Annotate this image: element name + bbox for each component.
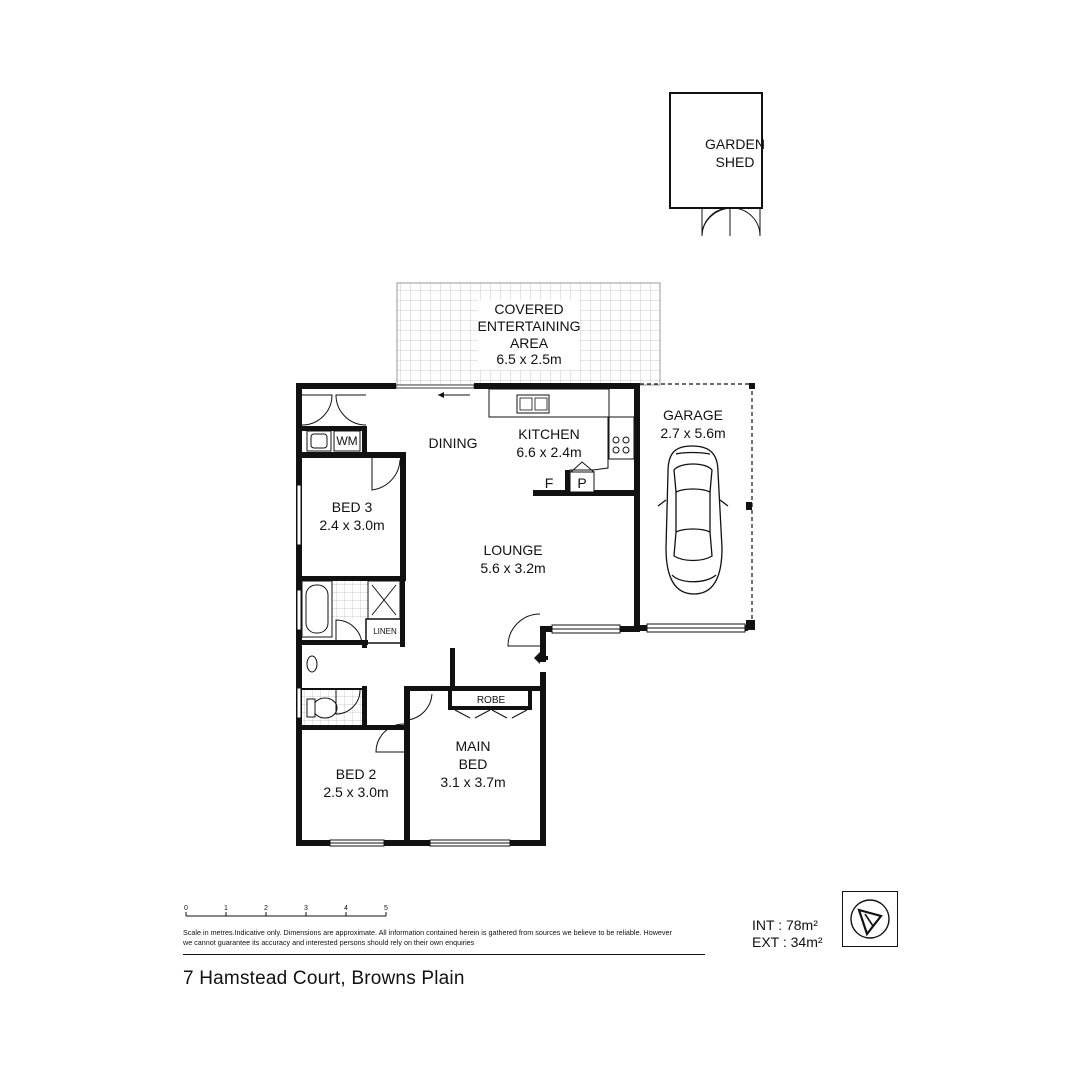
car-icon	[657, 445, 729, 595]
external-area: EXT : 34m²	[752, 934, 823, 950]
scale-tick-2: 2	[264, 905, 268, 912]
kitchen-dimensions: 6.6 x 2.4m	[516, 444, 581, 460]
bathroom: LINEN	[301, 580, 405, 673]
covered-entertaining-area: COVERED ENTERTAINING AREA 6.5 x 2.5m	[396, 282, 661, 386]
lounge-label: LOUNGE	[483, 542, 542, 558]
bed2-dimensions: 2.5 x 3.0m	[323, 784, 388, 800]
scale-tick-3: 3	[304, 905, 308, 912]
pantry-label: P	[577, 475, 586, 491]
bedroom-3: BED 3 2.4 x 3.0m	[302, 452, 406, 581]
linen-label: LINEN	[373, 627, 397, 636]
main-bedroom: ROBE MAIN BED 3.1 x 3.7m	[404, 648, 546, 790]
bedroom-2: BED 2 2.5 x 3.0m	[323, 686, 433, 846]
disclaimer-text: Scale in metres.Indicative only. Dimensi…	[183, 928, 672, 947]
garden-shed-label-1: GARDEN	[705, 136, 765, 152]
footer-divider	[183, 954, 705, 955]
laundry: WM	[301, 394, 406, 458]
house-walls	[296, 383, 640, 847]
lounge-dimensions: 5.6 x 3.2m	[480, 560, 545, 576]
dining-label: DINING	[429, 435, 478, 451]
scale-tick-5: 5	[384, 905, 388, 912]
toilet	[302, 686, 410, 730]
scale-tick-1: 1	[224, 905, 228, 912]
property-address: 7 Hamstead Court, Browns Plain	[183, 968, 465, 989]
internal-area: INT : 78m²	[752, 917, 818, 933]
scale-bar: 0 1 2 3 4 5	[184, 905, 388, 917]
washing-machine-label: WM	[336, 434, 357, 448]
kitchen-label: KITCHEN	[518, 426, 579, 442]
scale-tick-4: 4	[344, 905, 348, 912]
bed3-dimensions: 2.4 x 3.0m	[319, 517, 384, 533]
garden-shed-label-2: SHED	[716, 154, 755, 170]
fridge-label: F	[545, 475, 554, 491]
bed3-label: BED 3	[332, 499, 373, 515]
garage-dimensions: 2.7 x 5.6m	[660, 425, 725, 441]
main-bed-label-1: MAIN	[456, 738, 491, 754]
garden-shed: GARDEN SHED	[669, 92, 765, 237]
garage-label: GARAGE	[663, 407, 723, 423]
covered-area-label-3: AREA	[510, 335, 549, 351]
main-bed-label-2: BED	[459, 756, 488, 772]
bed2-label: BED 2	[336, 766, 377, 782]
garage: GARAGE 2.7 x 5.6m	[634, 383, 755, 633]
covered-area-dimensions: 6.5 x 2.5m	[496, 351, 561, 367]
robe-label: ROBE	[477, 695, 506, 706]
covered-area-label-1: COVERED	[494, 301, 563, 317]
kitchen: F P KITCHEN 6.6 x 2.4m	[488, 388, 635, 496]
covered-area-label-2: ENTERTAINING	[478, 318, 581, 334]
main-bed-dimensions: 3.1 x 3.7m	[440, 774, 505, 790]
scale-tick-0: 0	[184, 905, 188, 912]
company-logo	[842, 891, 898, 947]
